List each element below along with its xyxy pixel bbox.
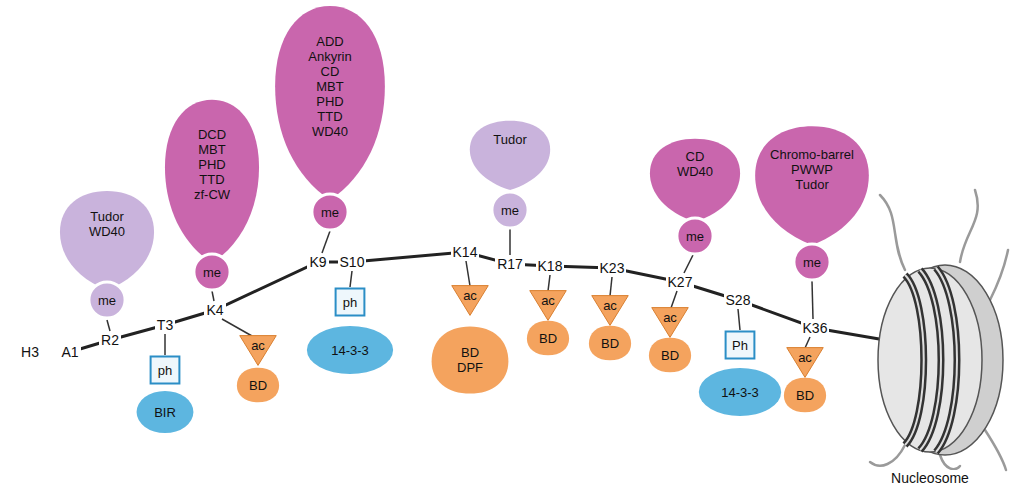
mark-label: ac bbox=[251, 338, 265, 353]
domain-name: WD40 bbox=[677, 164, 713, 179]
phospho-reader: 14-3-3 bbox=[698, 367, 782, 417]
domain-name: BD bbox=[661, 348, 679, 363]
acetyl-mark: ac bbox=[651, 307, 689, 338]
reader-domain-balloon: ADDAnkyrinCDMBTPHDTTDWD40 bbox=[274, 4, 386, 200]
domain-name: BD bbox=[539, 331, 557, 346]
mark-label: Ph bbox=[732, 338, 748, 353]
reader-domain-balloon-outline bbox=[59, 190, 155, 290]
domain-name: BD bbox=[461, 345, 479, 360]
residue-label: K27 bbox=[666, 274, 695, 290]
methyl-mark: me bbox=[87, 280, 127, 320]
mark-label: ac bbox=[663, 310, 677, 325]
reader-domain-balloon: Chromo-barrelPWWPTudor bbox=[754, 125, 870, 245]
methyl-mark: me bbox=[310, 192, 350, 232]
residue-label: K36 bbox=[801, 320, 830, 336]
phospho-mark: ph bbox=[150, 356, 180, 384]
reader-domain-balloon: TudorWD40 bbox=[59, 190, 155, 290]
acetyl-mark: ac bbox=[451, 285, 489, 316]
nucleosome-figure bbox=[870, 190, 1008, 470]
domain-name: BIR bbox=[154, 405, 176, 420]
domain-name: ADD bbox=[316, 34, 343, 49]
figure-label: Nucleosome bbox=[889, 470, 971, 486]
mark-label: ph bbox=[158, 363, 172, 378]
residue-label: K14 bbox=[451, 244, 480, 260]
residue-label: T3 bbox=[155, 317, 175, 333]
domain-name: BD bbox=[601, 336, 619, 351]
domain-name: DPF bbox=[457, 360, 483, 375]
domain-name: Tudor bbox=[493, 132, 526, 147]
reader-domain-balloon: Tudor bbox=[469, 120, 551, 190]
methyl-mark: me bbox=[490, 190, 530, 230]
domain-name: TTD bbox=[317, 109, 342, 124]
phospho-reader: 14-3-3 bbox=[306, 325, 394, 375]
acetyl-reader: BD bbox=[648, 337, 692, 373]
methyl-mark: me bbox=[192, 252, 232, 292]
domain-name: CD bbox=[321, 64, 340, 79]
domain-name: Tudor bbox=[90, 209, 123, 224]
acetyl-reader: BD bbox=[526, 320, 570, 356]
mark-label: ac bbox=[603, 298, 617, 313]
domain-name: PHD bbox=[198, 157, 225, 172]
domain-name: WD40 bbox=[312, 124, 348, 139]
mark-label: me bbox=[686, 229, 704, 244]
residue-label: S10 bbox=[338, 254, 367, 270]
acetyl-mark: ac bbox=[529, 290, 567, 321]
phospho-mark: ph bbox=[335, 288, 365, 316]
domain-name: DCD bbox=[198, 127, 226, 142]
methyl-mark: me bbox=[792, 242, 832, 282]
domain-name: WD40 bbox=[89, 224, 125, 239]
domain-name: PWWP bbox=[791, 162, 833, 177]
domain-name: MBT bbox=[316, 79, 343, 94]
domain-name: BD bbox=[796, 388, 814, 403]
methyl-mark: me bbox=[675, 216, 715, 256]
residue-label: K23 bbox=[598, 260, 627, 276]
residue-label: S28 bbox=[724, 292, 753, 308]
domain-name: TTD bbox=[199, 172, 224, 187]
reader-domain-balloon: DCDMBTPHDTTDzf-CW bbox=[164, 98, 260, 263]
residue-label: A1 bbox=[59, 344, 80, 360]
residue-label: R17 bbox=[495, 256, 525, 272]
domain-name: zf-CW bbox=[194, 187, 230, 202]
reader-domain-balloon-outline bbox=[469, 120, 551, 190]
domain-name: 14-3-3 bbox=[331, 343, 369, 358]
mark-label: ac bbox=[541, 293, 555, 308]
acetyl-reader: BD bbox=[783, 377, 827, 413]
domain-name: 14-3-3 bbox=[721, 385, 759, 400]
domain-name: MBT bbox=[198, 142, 225, 157]
mark-label: me bbox=[803, 255, 821, 270]
mark-label: ph bbox=[343, 295, 357, 310]
domain-name: Chromo-barrel bbox=[770, 147, 854, 162]
acetyl-reader: BD bbox=[588, 325, 632, 361]
mark-label: ac bbox=[463, 288, 477, 303]
residue-label: K4 bbox=[204, 302, 225, 318]
mark-label: me bbox=[321, 205, 339, 220]
mark-label: me bbox=[98, 293, 116, 308]
histone-name: H3 bbox=[19, 344, 41, 360]
reader-domain-balloon: CDWD40 bbox=[649, 138, 741, 222]
domain-name: Tudor bbox=[795, 177, 828, 192]
phospho-mark: Ph bbox=[725, 331, 755, 359]
residue-label: K18 bbox=[536, 258, 565, 274]
mark-label: ac bbox=[798, 350, 812, 365]
domain-name: Ankyrin bbox=[308, 49, 351, 64]
acetyl-mark: ac bbox=[786, 347, 824, 378]
acetyl-reader: BDDPF bbox=[430, 325, 510, 395]
residue-label: K9 bbox=[307, 254, 328, 270]
domain-name: PHD bbox=[316, 94, 343, 109]
mark-label: me bbox=[203, 265, 221, 280]
phospho-reader: BIR bbox=[136, 390, 194, 434]
acetyl-mark: ac bbox=[239, 335, 277, 366]
domain-name: CD bbox=[686, 149, 705, 164]
domain-name: BD bbox=[249, 378, 267, 393]
mark-label: me bbox=[501, 203, 519, 218]
residue-label: R2 bbox=[99, 332, 121, 348]
acetyl-reader: BD bbox=[236, 367, 280, 403]
acetyl-mark: ac bbox=[591, 295, 629, 326]
